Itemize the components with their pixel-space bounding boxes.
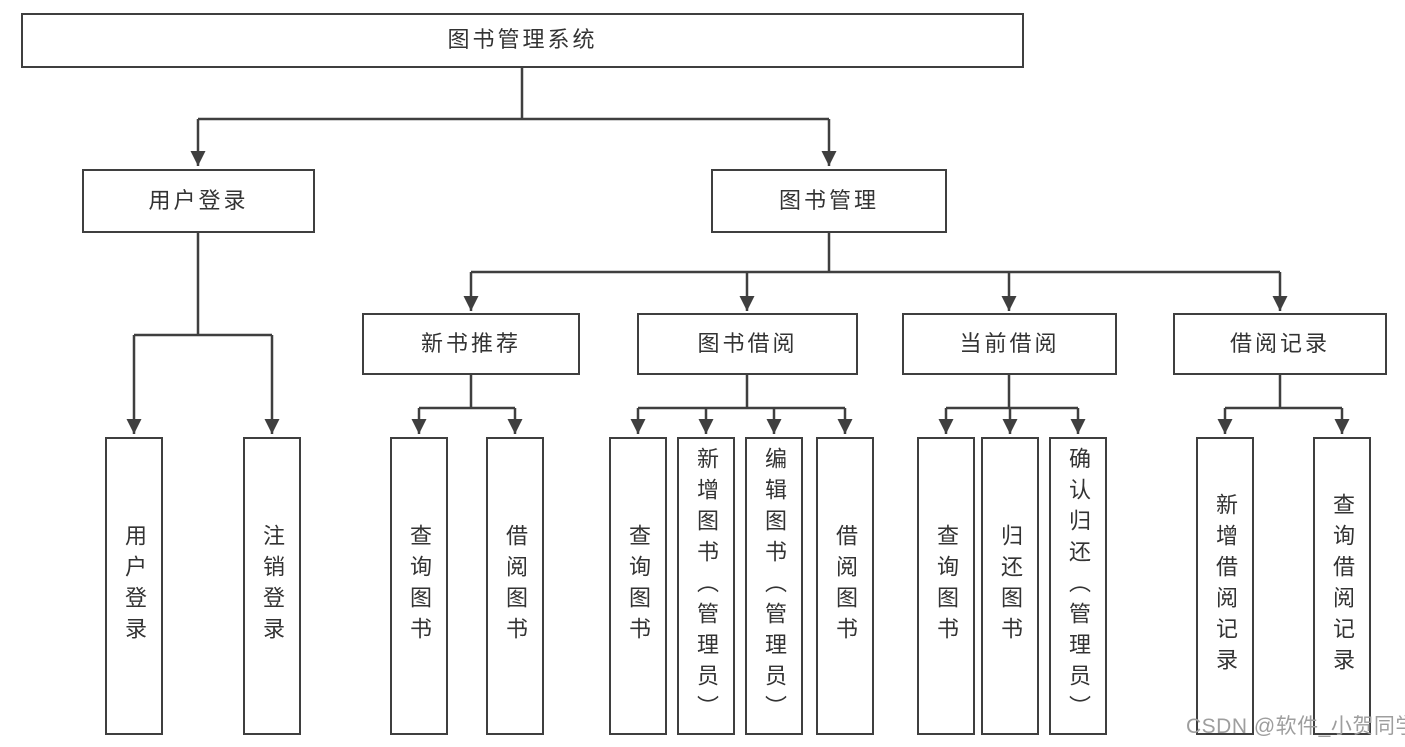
leaf-add-book-admin: 新增图书（管理员） (677, 437, 735, 735)
node-book-borrowing: 图书借阅 (637, 313, 858, 375)
leaf-borrow-book: 借阅图书 (816, 437, 874, 735)
leaf-query-book-borrow: 查询图书 (609, 437, 667, 735)
node-current-borrowing: 当前借阅 (902, 313, 1117, 375)
leaf-return-book: 归还图书 (981, 437, 1039, 735)
node-new-book-recommendation: 新书推荐 (362, 313, 580, 375)
leaf-borrow-book-recommend: 借阅图书 (486, 437, 544, 735)
node-borrowing-records: 借阅记录 (1173, 313, 1387, 375)
csdn-watermark: CSDN @软件_小贺同学 (1186, 715, 1405, 738)
leaf-query-book-recommend: 查询图书 (390, 437, 448, 735)
leaf-edit-book-admin: 编辑图书（管理员） (745, 437, 803, 735)
leaf-user-login: 用户登录 (105, 437, 163, 735)
node-book-management: 图书管理 (711, 169, 947, 233)
leaf-logout: 注销登录 (243, 437, 301, 735)
leaf-add-borrow-record: 新增借阅记录 (1196, 437, 1254, 735)
leaf-query-book-current: 查询图书 (917, 437, 975, 735)
node-user-login: 用户登录 (82, 169, 315, 233)
arrow-drops (126, 119, 1350, 434)
leaf-confirm-return-admin: 确认归还（管理员） (1049, 437, 1107, 735)
node-library-management-system: 图书管理系统 (21, 13, 1024, 68)
leaf-query-borrow-record: 查询借阅记录 (1313, 437, 1371, 735)
